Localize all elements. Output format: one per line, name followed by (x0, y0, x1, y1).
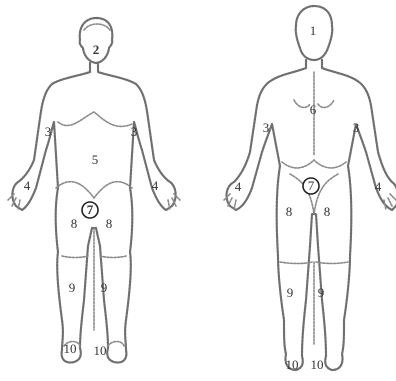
front-arm-left-label: 3 (45, 124, 52, 139)
back-foot-left-label: 10 (286, 357, 299, 372)
front-thigh-right-label: 8 (106, 216, 113, 231)
front-torso-label: 5 (92, 152, 99, 167)
front-foot-left-label: 10 (64, 341, 77, 356)
back-arm-right-label: 3 (353, 120, 360, 135)
back-hand-left-label: 4 (235, 179, 242, 194)
back-arm-left-label: 3 (263, 120, 270, 135)
front-arm-right-label: 3 (131, 124, 138, 139)
front-leg-right-label: 9 (101, 280, 108, 295)
back-leg-right-label: 9 (318, 285, 325, 300)
front-head-label: 2 (93, 42, 100, 57)
front-hand-left-label: 4 (24, 178, 31, 193)
back-hand-right-label: 4 (375, 179, 382, 194)
front-foot-right-label: 10 (94, 343, 107, 358)
back-leg-left-label: 9 (287, 285, 294, 300)
back-buttocks-label: 7 (308, 178, 315, 193)
back-thigh-left-label: 8 (286, 204, 293, 219)
back-upper-back-label: 6 (310, 102, 317, 117)
front-thigh-left-label: 8 (71, 216, 78, 231)
front-figure: 2 3 3 4 4 5 7 8 8 9 9 10 10 (8, 18, 180, 363)
back-head-label: 1 (310, 23, 317, 38)
front-leg-left-label: 9 (69, 280, 76, 295)
back-foot-right-label: 10 (311, 357, 324, 372)
front-hand-right-label: 4 (152, 178, 159, 193)
back-thigh-right-label: 8 (324, 204, 331, 219)
front-groin-label: 7 (87, 202, 94, 217)
back-figure: 1 6 3 3 4 4 7 8 8 9 9 10 10 (224, 6, 396, 372)
